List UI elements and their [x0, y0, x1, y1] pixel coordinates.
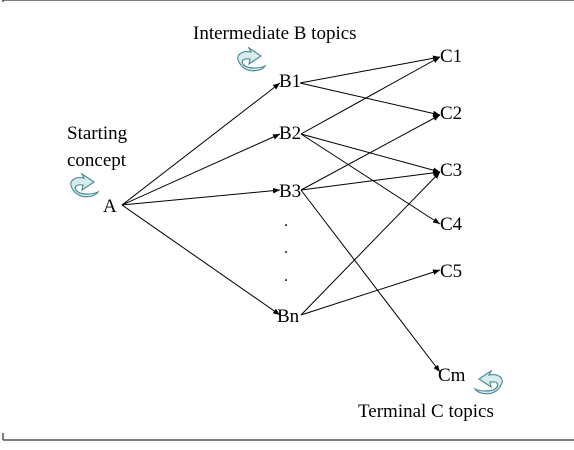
curved-arrow-icon: [473, 369, 503, 395]
caption-terminal: Terminal C topics: [358, 401, 494, 422]
caption-starting-line2: concept: [67, 150, 127, 171]
edge-group: [121, 55, 441, 373]
edge-b3-c2: [300, 114, 441, 191]
edge-b1-c2: [299, 82, 441, 117]
node-c2: C2: [440, 103, 462, 124]
ellipsis-dot: .: [284, 240, 288, 257]
node-bn: Bn: [277, 306, 300, 327]
node-c3: C3: [440, 160, 462, 181]
node-b2: B2: [279, 123, 301, 144]
ellipsis-dot: .: [284, 268, 288, 285]
edge-a-b2: [121, 133, 281, 206]
node-cm: Cm: [438, 365, 466, 386]
node-b3: B3: [279, 181, 301, 202]
edge-b1-c1: [299, 55, 441, 84]
edge-bn-c5: [300, 269, 441, 316]
edge-a-b3: [121, 187, 281, 206]
edge-a-b1: [121, 82, 281, 206]
edge-a-bn: [121, 204, 281, 316]
caption-intermediate: Intermediate B topics: [193, 23, 357, 44]
edge-bn-c3: [300, 171, 441, 316]
node-c5: C5: [440, 261, 462, 282]
node-c1: C1: [440, 46, 462, 67]
ellipsis-dot: .: [284, 213, 288, 230]
edge-b2-c1: [300, 56, 441, 135]
node-c4: C4: [440, 214, 463, 235]
edge-b3-cm: [300, 189, 441, 373]
curved-arrow-icon: [237, 46, 267, 72]
caption-starting-line1: Starting: [67, 123, 128, 144]
edge-b3-c3: [300, 170, 441, 191]
node-b1: B1: [279, 71, 301, 92]
edge-b2-c4: [300, 133, 441, 225]
node-a: A: [103, 196, 117, 217]
frame-border: [2, 0, 574, 441]
curved-arrow-icon: [70, 172, 100, 198]
